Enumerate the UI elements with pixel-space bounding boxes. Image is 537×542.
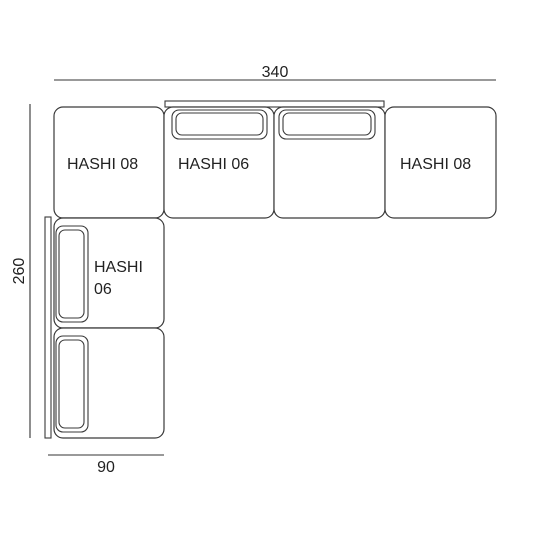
label-top-middle: HASHI 06 (178, 156, 249, 173)
depth-dimension: 90 (48, 454, 164, 476)
cushion-top-right-inner (282, 112, 372, 136)
label-left-corner-line2: 06 (94, 281, 112, 298)
label-top-left: HASHI 08 (67, 156, 138, 173)
cushion-left-bottom-inner (58, 339, 85, 429)
label-left-corner-line1: HASHI (94, 259, 143, 276)
cushion-left-middle-inner (58, 229, 85, 319)
module-top-right (384, 106, 497, 219)
height-dimension: 260 (11, 104, 31, 438)
height-dimension-label: 260 (11, 258, 28, 285)
width-dimension-label: 340 (262, 64, 289, 81)
depth-dimension-label: 90 (97, 459, 115, 476)
label-top-right: HASHI 08 (400, 156, 471, 173)
left-backrest-bar (44, 216, 52, 439)
top-backrest-bar (164, 100, 385, 108)
width-dimension: 340 (54, 64, 496, 81)
cushion-top-middle-inner (175, 112, 264, 136)
